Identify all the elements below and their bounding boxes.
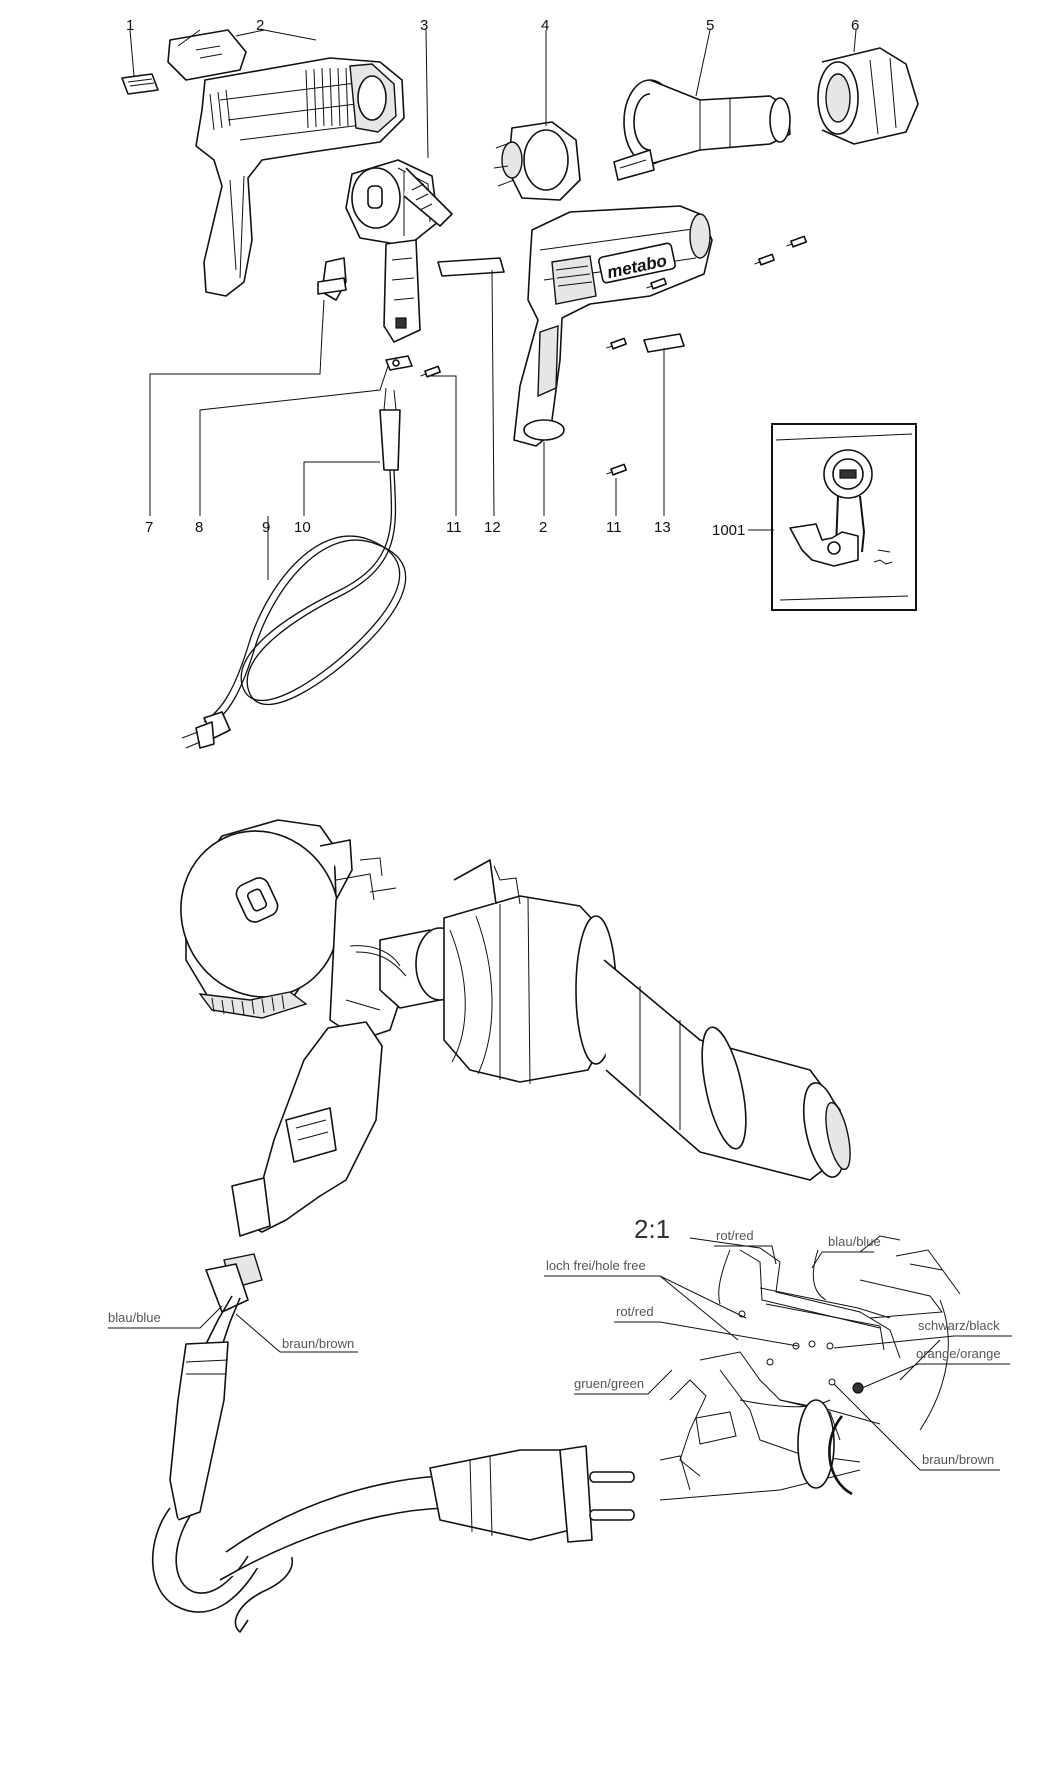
detail-labels: rot/red blau/blue loch frei/hole free ro…: [546, 1228, 1001, 1467]
part-4-front-ring: [493, 121, 581, 201]
label-loch-frei-hole-free: loch frei/hole free: [546, 1258, 646, 1273]
label-braun-brown-detail: braun/brown: [922, 1452, 994, 1467]
callout-4: 4: [541, 17, 549, 34]
callout-13: 13: [654, 519, 671, 536]
part-3-motor-fan-block: [345, 159, 453, 343]
part-10-cord-sleeve: [379, 387, 401, 471]
label-rot-red-mid: rot/red: [616, 1304, 654, 1319]
callout-5: 5: [706, 17, 714, 34]
assembled-heatgun-internals: [151, 819, 851, 1633]
part-1-label-strip: [121, 73, 159, 95]
wiring-labels: blau/blue braun/brown: [108, 1305, 358, 1353]
label-braun-brown-main: braun/brown: [282, 1336, 354, 1351]
part-6-nozzle-cap: [817, 47, 919, 145]
callout-2-upper: 2: [256, 17, 264, 34]
label-blau-blue-detail: blau/blue: [828, 1234, 881, 1249]
label-schwarz-black: schwarz/black: [918, 1318, 1000, 1333]
detail-2-1-view: 2:1: [544, 1214, 1012, 1501]
screws: [420, 235, 807, 476]
part-2-cover: [167, 29, 247, 81]
callout-8: 8: [195, 519, 203, 536]
part-9-power-cord: [181, 469, 407, 749]
label-rot-red-top: rot/red: [716, 1228, 754, 1243]
callout-6: 6: [851, 17, 859, 34]
part-2-housing-assembled: metabo: [513, 205, 713, 447]
callout-11-right: 11: [606, 519, 622, 536]
part-13-label: [643, 333, 685, 353]
detail-scale-label: 2:1: [634, 1214, 670, 1244]
part-12-rating-plate: [437, 257, 505, 277]
label-gruen-green: gruen/green: [574, 1376, 644, 1391]
part-8-cable-clamp: [385, 355, 413, 371]
callout-2-lower: 2: [539, 519, 547, 536]
label-blau-blue-main: blau/blue: [108, 1310, 161, 1325]
callout-numbers: 1 2 3 4 5 6 7 8 9 10 11 12 2 11 13 1001: [126, 17, 859, 539]
callout-3: 3: [420, 17, 428, 34]
callout-1: 1: [126, 17, 134, 34]
label-orange-orange: orange/orange: [916, 1346, 1001, 1361]
callout-10: 10: [294, 519, 311, 536]
part-7-bracket: [317, 257, 347, 335]
callout-12: 12: [484, 519, 501, 536]
callout-11-left: 11: [446, 519, 462, 536]
inset-1001-wiring-box: [771, 423, 917, 611]
part-2-housing-shell-left: [195, 57, 405, 297]
callout-9: 9: [262, 519, 270, 536]
callout-leaders: [129, 29, 857, 580]
part-5-heating-tube: [613, 79, 791, 181]
callout-7: 7: [145, 519, 153, 536]
callout-1001: 1001: [712, 522, 745, 539]
